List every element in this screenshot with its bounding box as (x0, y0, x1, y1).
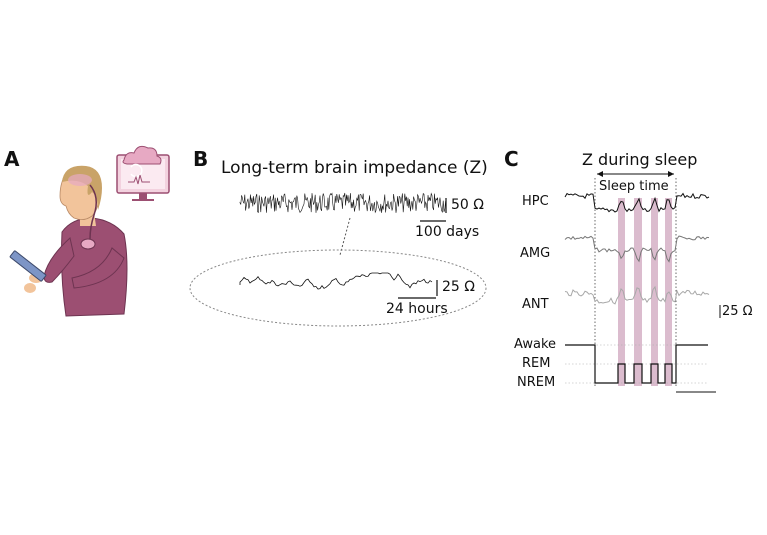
ant-trace (564, 285, 710, 305)
panel-a-letter: A (4, 147, 20, 171)
panel-c-letter: C (504, 147, 519, 171)
amg-trace (564, 235, 710, 263)
panel-b-letter: B (193, 147, 209, 171)
panel-b-title: Long-term brain impedance (Z) (221, 158, 488, 178)
cloud-monitor-icon (116, 145, 170, 201)
scale-label-ohm-short: 25 Ω (442, 279, 475, 295)
stage-label-rem: REM (522, 356, 551, 371)
channel-label-hpc: HPC (522, 194, 549, 209)
rem-band (618, 198, 625, 386)
scale-label-days: 100 days (415, 224, 480, 240)
zoom-ellipse (189, 249, 487, 327)
rem-band (634, 198, 642, 386)
stage-label-nrem: NREM (517, 375, 556, 390)
scale-label-hours: 24 hours (386, 301, 448, 317)
channel-label-ant: ANT (522, 297, 549, 312)
rem-band (651, 198, 658, 386)
scale-label-ohm-sleep: 25 Ω (722, 304, 753, 319)
long-term-impedance-trace (239, 192, 446, 214)
panel-c-title: Z during sleep (582, 150, 698, 169)
stage-label-awake: Awake (514, 337, 557, 352)
patient-with-tablet-icon (9, 165, 128, 317)
hypnogram (565, 344, 708, 384)
24-hour-impedance-trace (239, 272, 433, 290)
scale-label-ohm-long: 50 Ω (451, 197, 484, 213)
channel-label-amg: AMG (520, 246, 551, 261)
hpc-trace (564, 192, 710, 213)
sleep-time-label: Sleep time (599, 179, 669, 194)
